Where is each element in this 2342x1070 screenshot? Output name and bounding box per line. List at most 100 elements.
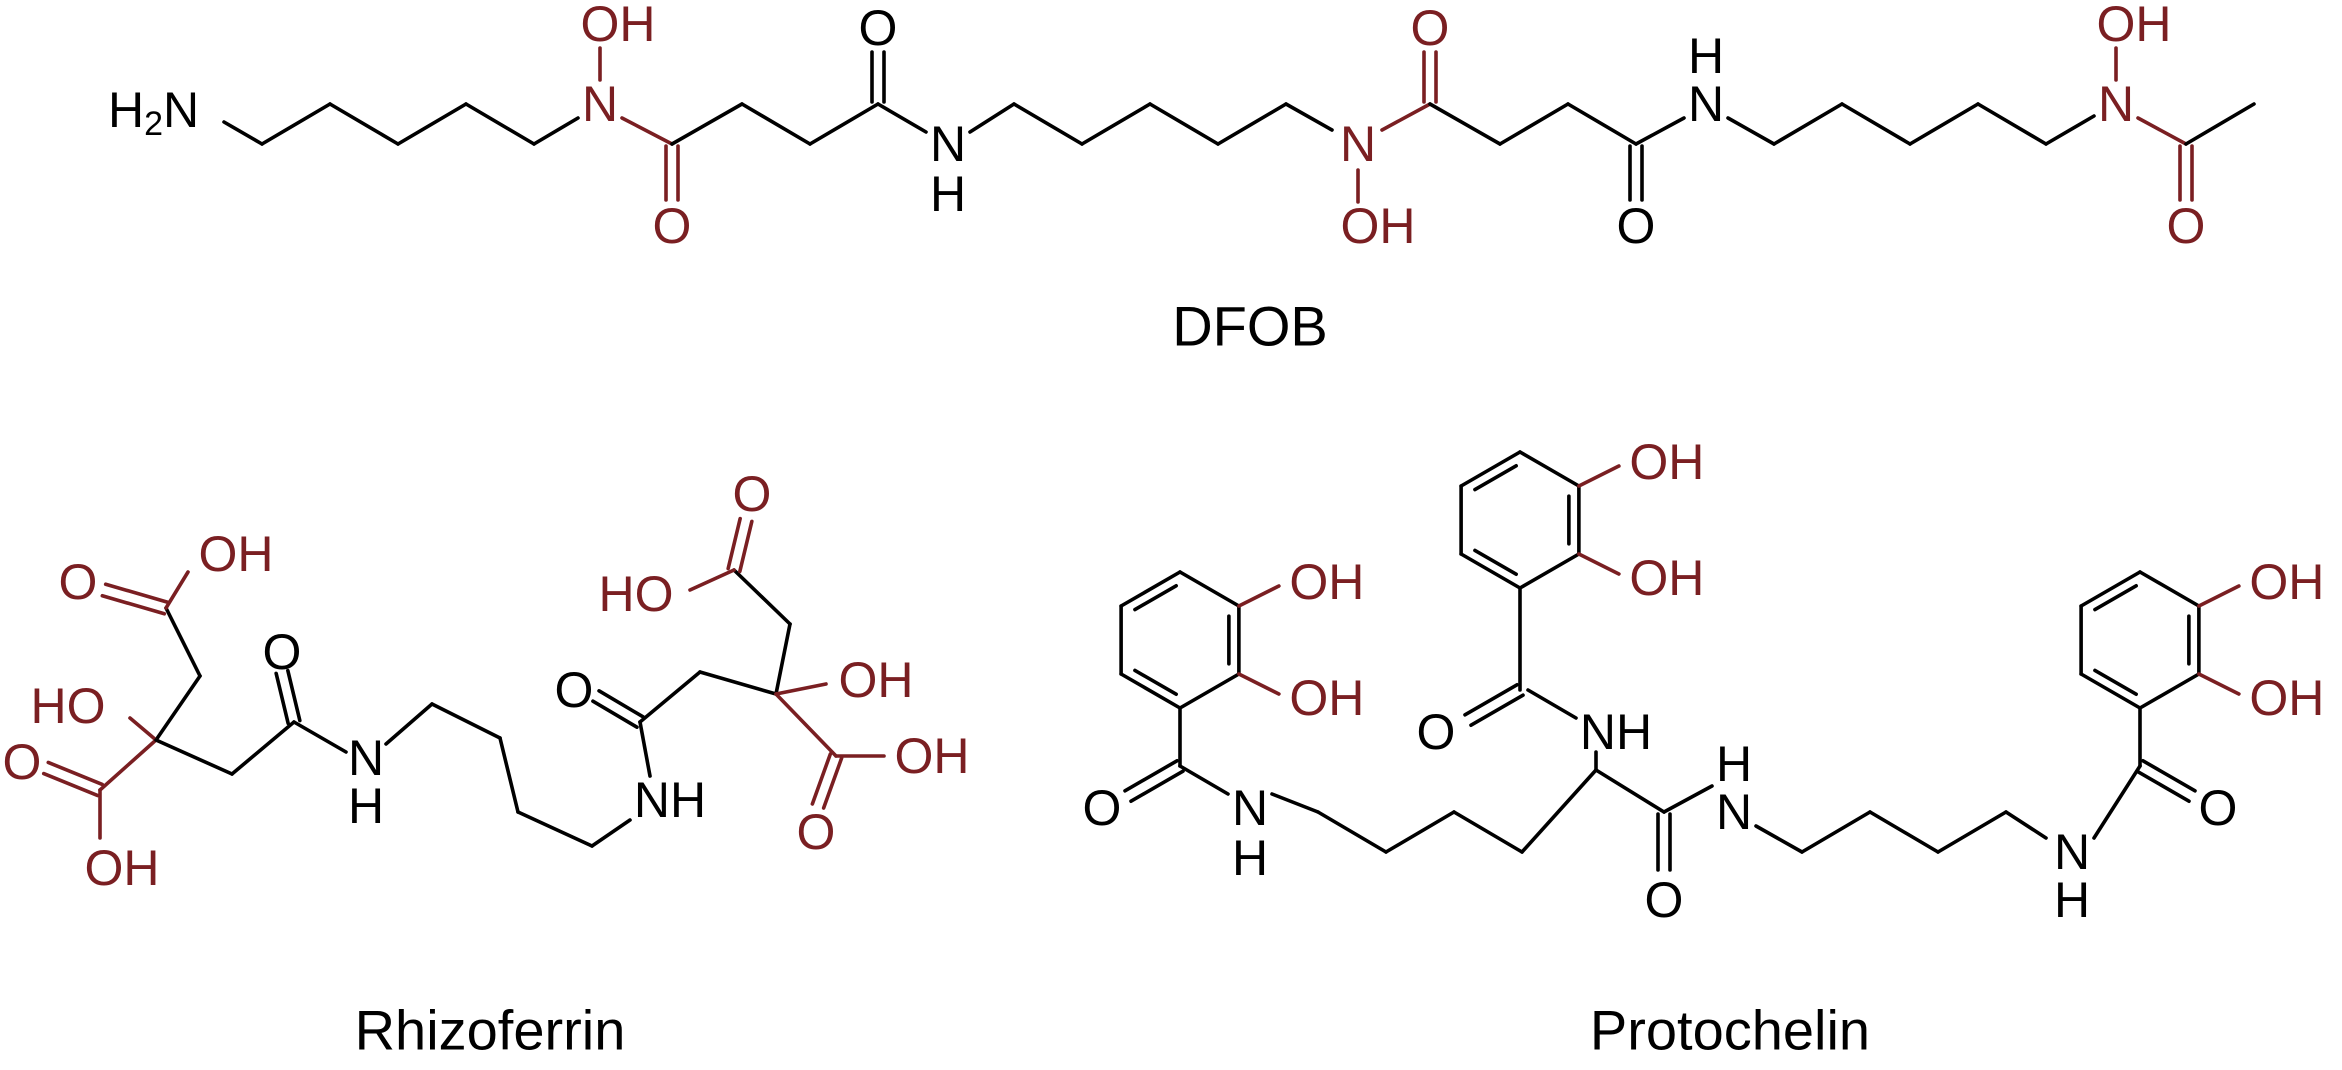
- rhizo-c-oh-right-top: [688, 568, 736, 592]
- proto-cat-right-c-oh-upper: [2197, 584, 2241, 608]
- rhizo-ch2-up-right: [774, 622, 792, 696]
- proto-cat-centre-ring: [1459, 552, 1522, 590]
- dfob-chain-3: [1908, 102, 1980, 146]
- proto-alpha-c-n: [1662, 784, 1714, 814]
- rhizo-c-cooh-left: [98, 738, 158, 792]
- rhizo-h-left: H: [348, 778, 384, 834]
- dfob-nh-1: N: [930, 116, 966, 172]
- dfob-succinyl-2: [1498, 102, 1570, 146]
- dfob-n-c-bond-1: [620, 116, 674, 146]
- proto-cat-left-oh-lower: OH: [1289, 670, 1364, 726]
- dfob-n-3: N: [2098, 76, 2134, 132]
- rhizo-c-oh-quat-left: [128, 716, 158, 742]
- dfob-succinyl-2: [1566, 102, 1638, 146]
- dfob-chain-3: [1726, 116, 1776, 146]
- proto-left-n: N: [1232, 780, 1268, 836]
- proto-cat-right-oh-upper: OH: [2249, 554, 2324, 610]
- dfob-oh-2: OH: [1341, 198, 1416, 254]
- dfob-chain-1: [222, 120, 264, 146]
- proto-chain-left: [1270, 792, 1320, 814]
- rhizo-butyl-chain: [498, 736, 520, 814]
- rhizo-co-amide-right: [597, 689, 645, 719]
- rhizo-co-amide-right: [591, 699, 639, 729]
- dfob-chain-1: [260, 102, 332, 146]
- proto-mid-n: N: [1716, 784, 1752, 840]
- dfob-n-c-bond-3: [2136, 116, 2188, 146]
- proto-chain-left: [1452, 810, 1524, 854]
- rhizo-c-n-left: [292, 720, 348, 754]
- proto-alpha-o: O: [1645, 872, 1684, 928]
- amine-label: H2N: [108, 82, 199, 143]
- dfob-o-2: O: [859, 0, 898, 56]
- rhizo-ch2-to-cooh-left: [164, 606, 202, 678]
- proto-cat-centre-ring: [1518, 552, 1581, 590]
- rhizo-co-right-bottom: [821, 756, 844, 810]
- rhizo-c-oh-quat-right: [774, 682, 828, 696]
- rhizo-ch2-amide-right: [638, 670, 702, 724]
- rhizo-co-amide-left: [286, 668, 302, 723]
- proto-cat-right-ring: [2093, 583, 2138, 612]
- proto-cat-centre-ring: [1473, 463, 1518, 492]
- proto-cat-centre-ring: [1473, 548, 1518, 577]
- proto-cat-left-c-oh-lower: [1237, 672, 1281, 696]
- proto-right-co: [2135, 769, 2191, 803]
- proto-alpha-co: [1594, 768, 1666, 814]
- proto-cat-right-ring: [2138, 672, 2201, 710]
- dfob-n-1: N: [582, 76, 618, 132]
- proto-centre-co: [1463, 683, 1519, 717]
- rhizo-oh-left-top: OH: [199, 526, 274, 582]
- dfob-succinyl-2: [1428, 102, 1502, 146]
- rhizo-butyl-chain: [430, 702, 502, 740]
- proto-cat-right-oh-lower: OH: [2249, 670, 2324, 726]
- rhizo-oh-left-bottom: OH: [85, 840, 160, 896]
- proto-cat-left-ring: [1133, 583, 1178, 612]
- dfob-oh-3: OH: [2097, 0, 2172, 52]
- dfob-chain-2: [1216, 102, 1288, 146]
- dfob-nh-2: N: [1688, 76, 1724, 132]
- rhizo-c-oh-left-top: [164, 570, 190, 610]
- proto-left-o: O: [1083, 780, 1122, 836]
- dfob-succinyl-1: [808, 102, 880, 146]
- proto-cat-left-ring: [1178, 570, 1241, 608]
- rhizo-o-right-bottom: O: [797, 804, 836, 860]
- proto-left-c-n: [1178, 764, 1230, 796]
- proto-cat-right-ring: [2138, 570, 2201, 608]
- proto-centre-o: O: [1417, 704, 1456, 760]
- rhizo-o-amide-right: O: [555, 662, 594, 718]
- proto-right-co: [2141, 759, 2197, 793]
- dfob-chain-3: [1976, 102, 2048, 146]
- rhizo-co-right-top: [738, 519, 754, 574]
- proto-cat-right-ring: [2093, 668, 2138, 697]
- dfob-chain-1: [328, 102, 400, 146]
- dfob-chain-2: [1148, 102, 1220, 146]
- rhizo-ho-quat-left: HO: [31, 678, 106, 734]
- rhizo-ch2-up-left: [154, 674, 202, 742]
- dfob-chain-1: [396, 102, 468, 146]
- dfob-o-5: O: [2167, 198, 2206, 254]
- rhizo-co-amide-left: [274, 671, 290, 726]
- proto-cat-right-c-oh-lower: [2197, 672, 2241, 696]
- proto-cat-left-ring: [1133, 668, 1178, 697]
- proto-cat-left-ring: [1178, 672, 1241, 710]
- proto-cat-right-ring: [2079, 672, 2142, 710]
- rhizo-co-left-bottom: [46, 760, 105, 787]
- proto-centre-n-c: [1526, 688, 1578, 720]
- rhizo-oh-quat-right: OH: [839, 652, 914, 708]
- dfob-chain-2: [1284, 102, 1334, 132]
- rhizo-butyl-chain: [516, 810, 594, 848]
- dfob-chain-2: [1012, 102, 1084, 146]
- rhizo-o-amide-left: O: [263, 624, 302, 680]
- proto-left-h: H: [1232, 830, 1268, 886]
- rhizo-oh-right-bottom: OH: [895, 728, 970, 784]
- dfob-h-2: H: [1688, 28, 1724, 84]
- caption-protochelin: Protochelin: [1590, 999, 1870, 1062]
- proto-cat-centre-ring: [1459, 450, 1522, 488]
- proto-cat-left-oh-upper: OH: [1289, 554, 1364, 610]
- proto-chain-right: [1936, 810, 2008, 854]
- rhizo-ho-right-top: HO: [599, 566, 674, 622]
- proto-chain-right: [1800, 810, 1872, 854]
- dfob-chain-1: [464, 102, 536, 146]
- dfob-succinyl-1: [740, 102, 812, 146]
